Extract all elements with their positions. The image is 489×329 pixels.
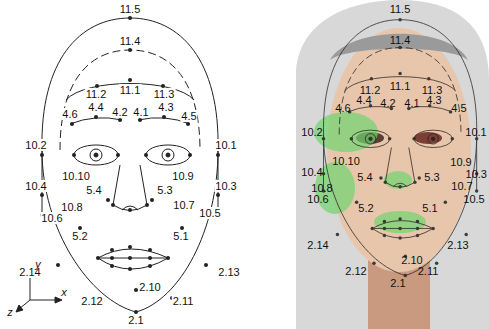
callout-number: 2.1 [127, 314, 144, 326]
callout-number: 11.3 [153, 88, 176, 100]
callout-number: 10.5 [463, 193, 484, 205]
callout-number: 11.2 [85, 88, 108, 100]
callout-number: 10.4 [301, 166, 322, 178]
callout-number: 4.2 [111, 106, 128, 118]
callout-number: 4.4 [87, 101, 104, 113]
callout-number: 11.5 [119, 3, 142, 15]
callout-number: 10.8 [311, 182, 332, 194]
callout-number: 11.1 [119, 84, 142, 96]
callout-number: 4.6 [61, 108, 78, 120]
callout-number: 10.4 [24, 180, 47, 192]
callout-number: 5.4 [85, 184, 102, 196]
callout-number: 10.7 [451, 180, 472, 192]
callout-number: 2.12 [80, 295, 103, 307]
callout-number: 11.4 [390, 34, 411, 46]
callout-number: 5.3 [156, 184, 173, 196]
callout-number: 10.2 [24, 139, 47, 151]
callout-number: 10.9 [171, 170, 194, 182]
callout-number: 11.5 [390, 3, 411, 15]
callout-number: 10.1 [214, 139, 237, 151]
callout-number: 5.1 [172, 230, 189, 242]
callout-number: 10.3 [466, 168, 487, 180]
callout-number: 11.4 [119, 35, 142, 47]
callout-number: 5.4 [357, 171, 372, 183]
callout-number: 10.7 [172, 199, 195, 211]
callout-number: 4.4 [356, 94, 371, 106]
callout-number: 10.1 [465, 126, 486, 138]
callout-number: 4.3 [157, 101, 174, 113]
callout-number: 4.1 [404, 97, 419, 109]
callout-number: 2.12 [345, 265, 366, 277]
axis-label: z [7, 306, 13, 318]
callout-number: 2.10 [138, 281, 161, 293]
callout-number: 2.10 [401, 254, 422, 266]
callout-number: 10.9 [450, 156, 471, 168]
axis-label: y [35, 258, 41, 270]
callout-number: 4.1 [132, 106, 149, 118]
callout-number: 2.11 [418, 265, 439, 277]
callout-number: 10.10 [61, 170, 91, 182]
callout-number: 2.1 [390, 277, 405, 289]
callout-number: 2.13 [217, 266, 240, 278]
callout-number: 10.3 [214, 180, 237, 192]
callout-number: 5.1 [422, 202, 437, 214]
callout-number: 5.2 [358, 202, 373, 214]
callout-number: 11.1 [390, 80, 411, 92]
callout-number: 10.8 [60, 201, 83, 213]
callout-number: 10.6 [307, 193, 328, 205]
callout-number: 4.5 [180, 110, 197, 122]
callout-number: 4.2 [380, 97, 395, 109]
callout-number: 5.3 [424, 171, 439, 183]
callout-number: 2.13 [447, 239, 468, 251]
callout-number: 10.5 [198, 207, 221, 219]
callout-number: 2.11 [172, 295, 195, 307]
callout-number: 10.2 [301, 126, 322, 138]
callout-number: 4.3 [426, 94, 441, 106]
callout-number: 10.6 [40, 212, 63, 224]
callout-number: 5.2 [71, 230, 88, 242]
axis-label: x [61, 286, 67, 298]
callout-number: 10.10 [332, 155, 360, 167]
callout-number: 2.14 [307, 239, 328, 251]
callout-number: 4.6 [335, 102, 350, 114]
callout-number: 4.5 [451, 102, 466, 114]
